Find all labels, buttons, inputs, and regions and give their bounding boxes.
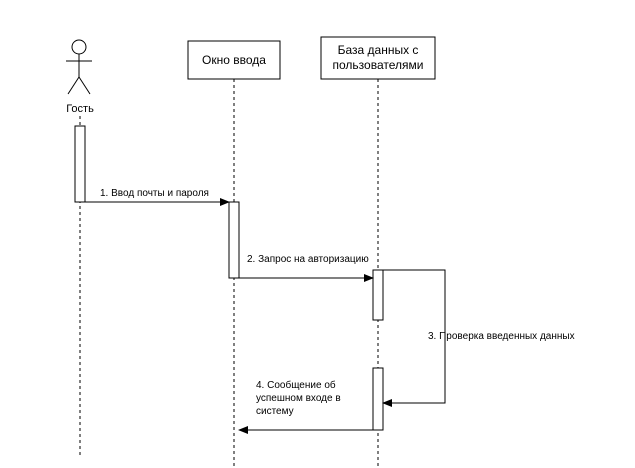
message-label-line-2: успешном входе в xyxy=(256,393,341,404)
message-2: 2. Запрос на авторизацию xyxy=(239,254,374,282)
activation-bar-db-2 xyxy=(372,367,384,431)
participant-label-line-2: пользователями xyxy=(333,58,424,72)
message-label-line-3: систему xyxy=(256,406,294,417)
participant-box xyxy=(187,40,281,80)
message-4: 4. Сообщение об успешном входе в систему xyxy=(238,379,373,434)
participant-box xyxy=(320,36,436,80)
participant-label: Окно ввода xyxy=(202,53,266,67)
message-label: 1. Ввод почты и пароля xyxy=(100,188,209,199)
message-1: 1. Ввод почты и пароля xyxy=(85,188,230,206)
message-3: 3. Проверка введенных данных xyxy=(382,269,575,407)
actor-guest: Гость xyxy=(66,39,94,115)
participant-user-db: База данных с пользователями xyxy=(320,36,436,80)
message-arrow xyxy=(382,269,446,407)
stick-figure-icon xyxy=(66,39,92,95)
actor-label: Гость xyxy=(66,103,94,115)
activation-bar-db-1 xyxy=(372,269,384,321)
message-label-line-1: 4. Сообщение об xyxy=(256,379,336,391)
message-label: 3. Проверка введенных данных xyxy=(428,331,575,342)
activation-bar-input-window xyxy=(228,201,240,279)
activation-bar-guest xyxy=(74,125,86,203)
message-label: 2. Запрос на авторизацию xyxy=(247,254,369,265)
participant-label-line-1: База данных с xyxy=(338,43,419,57)
participant-input-window: Окно ввода xyxy=(187,40,281,80)
